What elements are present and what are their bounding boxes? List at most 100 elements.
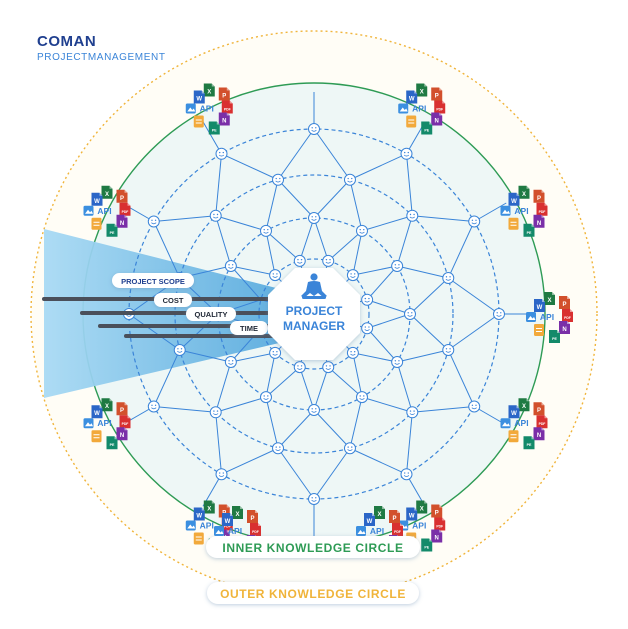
smiley-node-icon [293,361,306,374]
pdf-icon: PDF [119,415,131,429]
web-link [215,215,267,232]
word-icon: W [222,513,233,526]
document-icon [406,115,417,128]
smiley-node-icon [209,406,222,419]
svg-text:N: N [435,535,439,541]
web-link [313,128,351,181]
web-link [153,215,216,222]
web-link [313,447,351,500]
web-link [409,313,449,351]
pdf-icon: PDF [250,523,261,536]
api-label: API [540,312,554,322]
outer-circle-label: OUTER KNOWLEDGE CIRCLE [220,587,406,601]
web-link [265,230,276,276]
hub-title-line1: PROJECT [286,304,343,318]
web-link [327,230,363,262]
powerpoint-icon: P [533,189,545,203]
powerpoint-icon: P [559,296,570,309]
web-link [179,349,231,363]
spoke-link [473,202,507,222]
image-icon [356,526,366,536]
svg-text:PE: PE [424,129,429,133]
spoke-link [202,121,222,155]
svg-text:P: P [562,302,566,308]
smiley-node-icon [308,123,320,135]
svg-text:PDF: PDF [539,210,546,214]
pe-icon: PE [421,121,433,135]
smiley-node-icon [356,224,368,237]
hub-title-line2: MANAGER [283,319,345,333]
web-link [215,396,267,413]
smiley-node-icon [269,346,282,359]
network-web [92,92,536,536]
pdf-icon: PDF [119,202,131,216]
document-icon [91,430,102,443]
web-link [412,406,475,413]
web-link [313,409,351,449]
outer-circle-pill [207,582,419,604]
web-link [349,397,363,449]
api-label: API [200,520,214,530]
smiley-node-icon [322,254,335,267]
web-link [406,412,413,475]
smiley-node-icon [308,212,320,224]
word-icon: W [193,90,205,104]
label-pill-cost [154,293,192,307]
svg-text:X: X [207,506,211,512]
onenote-icon: N [559,321,570,334]
smiley-node-icon [272,442,285,455]
excel-icon: X [518,398,530,412]
svg-text:PE: PE [552,337,557,341]
web-link [277,179,315,219]
svg-text:N: N [435,119,439,125]
pe-icon: PE [421,538,433,552]
svg-text:N: N [120,433,124,439]
svg-text:PDF: PDF [436,524,443,528]
svg-text:PDF: PDF [394,530,401,534]
web-link [153,221,181,279]
svg-text:PE: PE [424,545,429,549]
brand-title: COMAN [37,33,97,50]
document-icon [193,115,204,128]
web-link [153,349,181,407]
pdf-icon: PDF [221,100,233,114]
svg-text:N: N [537,221,541,227]
web-link [215,361,232,413]
smiley-node-icon [361,322,374,335]
web-link [349,179,363,231]
document-icon [508,430,519,443]
svg-text:X: X [420,90,424,96]
svg-text:X: X [207,90,211,96]
pdf-icon: PDF [392,523,403,536]
web-link [277,447,315,500]
label-project-scope: PROJECT SCOPE [121,277,185,286]
word-icon: W [193,507,205,521]
svg-text:W: W [409,513,415,519]
image-icon [83,418,94,429]
excel-icon: X [203,83,215,97]
web-link [447,221,475,279]
powerpoint-icon: P [116,189,128,203]
web-link [299,366,315,411]
onenote-icon: N [431,112,443,126]
svg-text:W: W [367,519,373,525]
svg-text:N: N [537,433,541,439]
pdf-icon: PDF [434,100,446,114]
svg-text:P: P [250,516,254,522]
excel-icon: X [544,292,555,305]
powerpoint-icon: P [389,510,400,523]
web-link [221,447,279,475]
api-label: API [200,104,214,114]
smiley-node-icon [209,209,222,222]
web-link [352,352,398,363]
web-link [230,265,276,276]
svg-text:P: P [120,408,124,414]
powerpoint-icon: P [431,87,443,101]
label-pill-project-scope [112,273,194,288]
api-label: API [228,526,242,536]
smiley-node-icon [224,356,237,368]
svg-text:P: P [120,196,124,202]
